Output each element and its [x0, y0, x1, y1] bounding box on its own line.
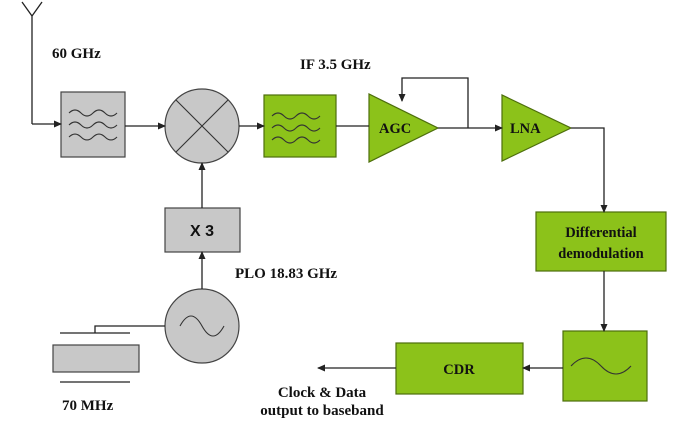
- output-label-line2: output to baseband: [260, 403, 384, 419]
- rf-bandpass-filter: [60, 91, 126, 158]
- cdr-label: CDR: [443, 362, 475, 378]
- if-frequency-label: IF 3.5 GHz: [300, 57, 371, 73]
- agc-amplifier: AGC: [368, 93, 440, 163]
- multiplier-label: X 3: [190, 223, 214, 240]
- cdr-block: CDR: [395, 342, 524, 395]
- lna-label: LNA: [510, 121, 541, 137]
- reference-oscillator: [52, 325, 165, 383]
- frequency-multiplier: X 3: [164, 207, 241, 253]
- lowpass-filter: [562, 330, 648, 402]
- bandpass-filter-icon: [271, 112, 321, 144]
- mixer-cross-icon: [175, 99, 229, 153]
- if-bandpass-filter: [263, 94, 337, 158]
- sine-wave-icon: [179, 315, 225, 337]
- plo-label: PLO 18.83 GHz: [235, 266, 337, 282]
- agc-label: AGC: [379, 121, 411, 137]
- phase-locked-oscillator: [164, 288, 240, 364]
- mixer: [164, 88, 240, 164]
- lna-amplifier: LNA: [501, 94, 573, 162]
- bandpass-filter-icon: [68, 109, 118, 141]
- diff-demod-label-line1: Differential: [565, 225, 636, 241]
- antenna-icon: [21, 1, 43, 124]
- diff-demod-label-line2: demodulation: [558, 246, 643, 262]
- output-label-line1: Clock & Data: [278, 385, 367, 401]
- lowpass-filter-icon: [570, 357, 632, 375]
- rf-frequency-label: 60 GHz: [52, 46, 101, 62]
- signal-connections: [32, 77, 608, 372]
- reference-frequency-label: 70 MHz: [62, 398, 114, 414]
- differential-demodulation-block: Differential demodulation: [535, 211, 667, 272]
